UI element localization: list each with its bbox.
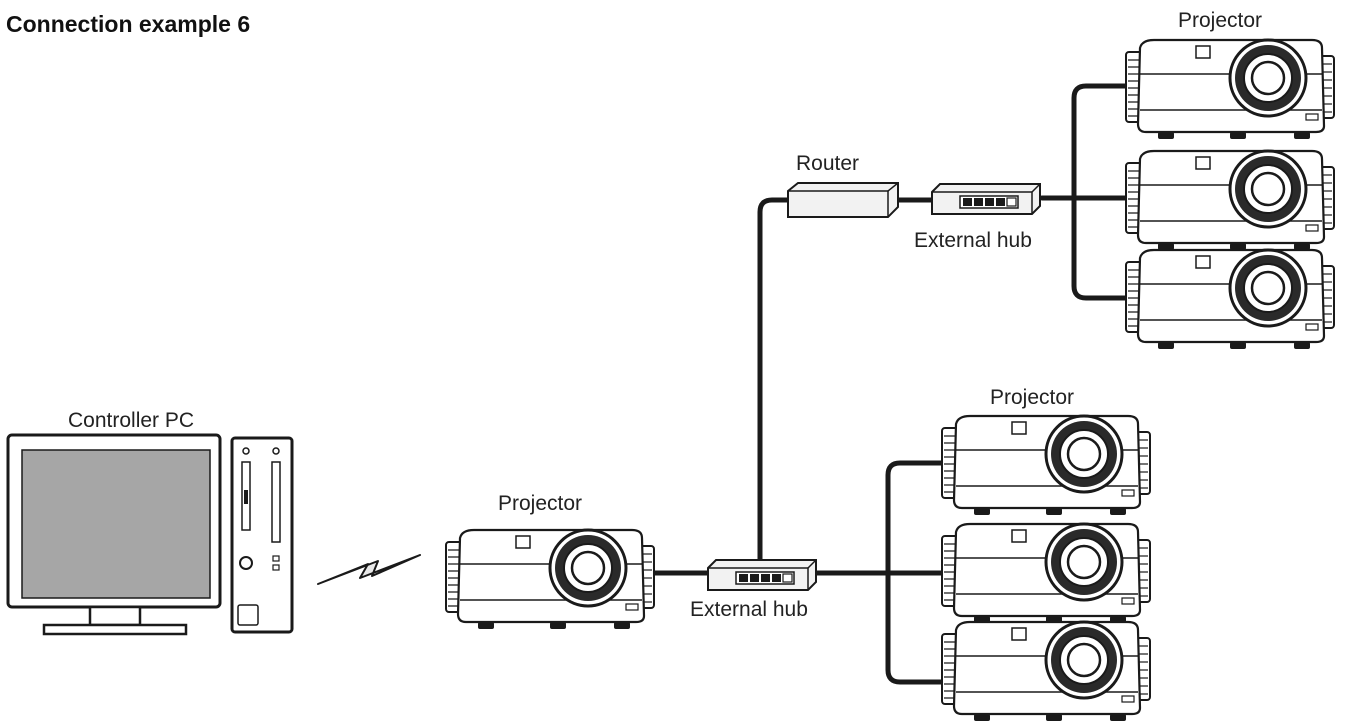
router-label: Router [796,152,859,175]
diagram-title: Connection example 6 [6,11,250,37]
projector-icon [940,620,1152,723]
projector-group-top-label: Projector [1178,9,1262,32]
external-hub-bottom: External hub [690,559,817,621]
external-hub-top-label: External hub [914,229,1032,252]
desktop-computer-icon [6,433,294,636]
projector-group-top: Projector [1124,9,1336,351]
router: Router [787,152,899,218]
network-hub-icon [931,183,1041,215]
projector-icon [940,522,1152,625]
projector-group-bottom: Projector [940,386,1152,723]
projector-icon [444,528,656,631]
cable-top-bus [1071,83,1131,301]
network-hub-icon [707,559,817,591]
projector-icon [1124,38,1336,141]
router-icon [787,182,899,218]
projector-group-bottom-label: Projector [990,386,1074,409]
external-hub-top: External hub [914,183,1041,252]
wireless-link-icon [317,554,421,585]
projector-icon [940,414,1152,517]
projector-main-label: Projector [498,492,582,515]
controller-pc-label: Controller PC [68,409,194,432]
network-cables [652,83,1131,685]
projector-main: Projector [444,492,656,631]
projector-icon [1124,149,1336,252]
projector-icon [1124,248,1336,351]
external-hub-bottom-label: External hub [690,598,808,621]
controller-pc: Controller PC [6,409,294,636]
cable-bottom-bus [885,460,947,685]
cable-hub-to-router [757,197,793,563]
